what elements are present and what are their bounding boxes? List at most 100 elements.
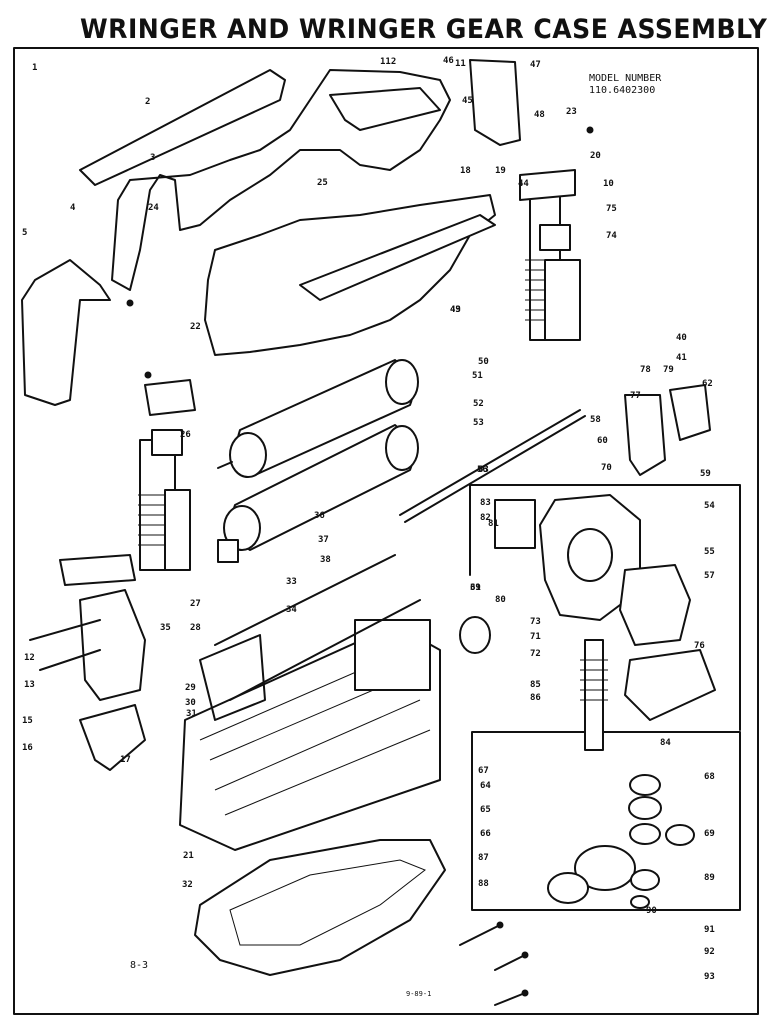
spindle-assembly	[580, 639, 608, 751]
callout-78: 78	[640, 365, 651, 375]
callout-69: 69	[704, 829, 715, 839]
callout-89: 89	[704, 873, 715, 883]
callout-52: 52	[473, 399, 484, 409]
callout-16: 16	[22, 743, 33, 753]
shift-fork	[624, 649, 716, 721]
callout-77: 77	[630, 391, 641, 401]
callout-23: 23	[566, 107, 577, 117]
callout-93: 93	[704, 972, 715, 982]
callout-37: 37	[318, 535, 329, 545]
callout-57: 57	[704, 571, 715, 581]
callout-50: 50	[478, 357, 489, 367]
gear-case-housing	[459, 494, 691, 654]
callout-32: 32	[182, 880, 193, 890]
model-number-value: 110.6402300	[589, 85, 656, 96]
callout-81: 81	[488, 519, 499, 529]
gear-case-detail-box	[469, 484, 741, 731]
callout-91: 91	[704, 925, 715, 935]
callout-54: 54	[704, 501, 715, 511]
callout-33: 33	[286, 577, 297, 587]
callout-67: 67	[478, 766, 489, 776]
callout-43: 43	[450, 305, 461, 315]
callout-75: 75	[606, 204, 617, 214]
callout-17: 17	[120, 755, 131, 765]
callout-11: 11	[455, 59, 466, 69]
callout-45: 45	[462, 96, 473, 106]
callout-38: 38	[320, 555, 331, 565]
callout-29: 29	[185, 683, 196, 693]
callout-76: 76	[694, 641, 705, 651]
callout-56: 56	[477, 465, 488, 475]
callout-58: 58	[590, 415, 601, 425]
callout-48: 48	[534, 110, 545, 120]
callout-40: 40	[676, 333, 687, 343]
callout-87: 87	[478, 853, 489, 863]
callout-66: 66	[480, 829, 491, 839]
lever-rods	[29, 619, 101, 671]
callout-2: 2	[145, 97, 150, 107]
callout-60: 60	[597, 436, 608, 446]
callout-28: 28	[190, 623, 201, 633]
callout-39: 39	[470, 583, 481, 593]
callout-53: 53	[473, 418, 484, 428]
callout-41: 41	[676, 353, 687, 363]
callout-55: 55	[704, 547, 715, 557]
page-number: 8-3	[130, 960, 149, 971]
callout-82: 82	[480, 513, 491, 523]
callout-84: 84	[660, 738, 671, 748]
callout-27: 27	[190, 599, 201, 609]
callout-92: 92	[704, 947, 715, 957]
right-spring-assembly	[519, 169, 581, 341]
diagram-title: WRINGER AND WRINGER GEAR CASE ASSEMBLY	[80, 14, 768, 45]
callout-73: 73	[530, 617, 541, 627]
callout-65: 65	[480, 805, 491, 815]
side-cover-panel	[21, 259, 111, 406]
callout-74: 74	[606, 231, 617, 241]
callout-22: 22	[190, 322, 201, 332]
callout-71: 71	[530, 632, 541, 642]
callout-19: 19	[495, 166, 506, 176]
callout-51: 51	[472, 371, 483, 381]
callout-61: 61	[470, 583, 481, 593]
callout-12: 12	[24, 653, 35, 663]
pressure-bar	[79, 69, 286, 186]
handle-grip	[79, 704, 146, 771]
callout-10: 10	[603, 179, 614, 189]
gear-stack	[547, 774, 695, 909]
callout-1: 1	[32, 63, 37, 73]
callout-34: 34	[286, 605, 297, 615]
model-number-block: MODEL NUMBER 110.6402300	[589, 73, 661, 97]
callout-4: 4	[70, 203, 76, 213]
callout-68: 68	[704, 772, 715, 782]
callout-13: 13	[24, 680, 35, 690]
upper-roller	[217, 359, 419, 478]
callout-30: 30	[185, 698, 196, 708]
callout-20: 20	[590, 151, 601, 161]
model-number-label: MODEL NUMBER	[589, 73, 662, 84]
callout-18: 18	[460, 166, 471, 176]
callout-62: 62	[702, 379, 713, 389]
callout-72: 72	[530, 649, 541, 659]
callout-63: 63	[478, 465, 489, 475]
wire-bail	[199, 634, 266, 721]
callout-44: 44	[518, 179, 529, 189]
callout-64: 64	[480, 781, 491, 791]
callout-36: 36	[314, 511, 325, 521]
callout-88: 88	[478, 879, 489, 889]
print-code: 9-89-1	[406, 990, 432, 998]
wire-rods	[214, 554, 421, 701]
callout-70: 70	[601, 463, 612, 473]
callout-112: 112	[380, 57, 396, 67]
gear-stack-detail-box	[471, 731, 741, 911]
drain-board	[194, 839, 446, 976]
release-lever-bracket	[79, 589, 146, 701]
wringer-frame	[179, 619, 441, 851]
top-bracket	[469, 59, 521, 146]
callout-47: 47	[530, 60, 541, 70]
callout-24: 24	[148, 203, 159, 213]
callout-83: 83	[480, 498, 491, 508]
callout-25: 25	[317, 178, 328, 188]
callout-49: 49	[450, 305, 461, 315]
